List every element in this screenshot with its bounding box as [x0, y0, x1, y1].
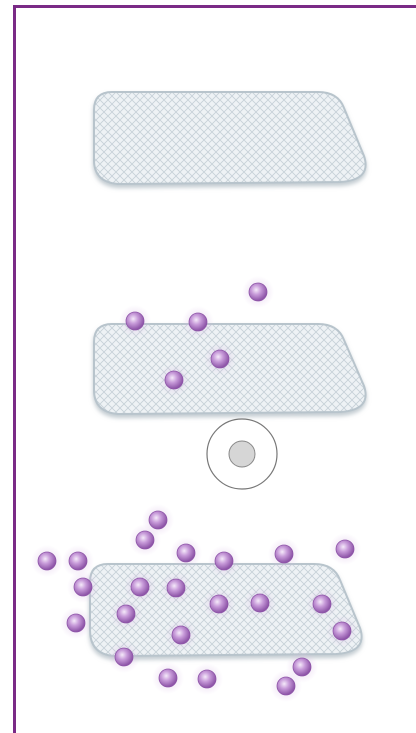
particle	[119, 305, 151, 337]
particle	[60, 607, 92, 639]
particle	[31, 545, 63, 577]
particle	[108, 641, 140, 673]
magnet	[207, 419, 277, 489]
platform-1	[94, 92, 366, 184]
particle	[110, 598, 142, 630]
particle	[203, 588, 235, 620]
particle	[182, 306, 214, 338]
particle	[204, 343, 236, 375]
particle	[326, 615, 358, 647]
particle	[329, 533, 361, 565]
particle	[67, 571, 99, 603]
particle	[165, 619, 197, 651]
particle	[270, 670, 302, 702]
particle	[158, 364, 190, 396]
particle	[268, 538, 300, 570]
particle	[124, 571, 156, 603]
particle	[170, 537, 202, 569]
particle	[244, 587, 276, 619]
particle	[160, 572, 192, 604]
particle	[306, 588, 338, 620]
particle	[208, 545, 240, 577]
particle	[129, 524, 161, 556]
particle	[191, 663, 223, 695]
particle	[152, 662, 184, 694]
particle	[242, 276, 274, 308]
